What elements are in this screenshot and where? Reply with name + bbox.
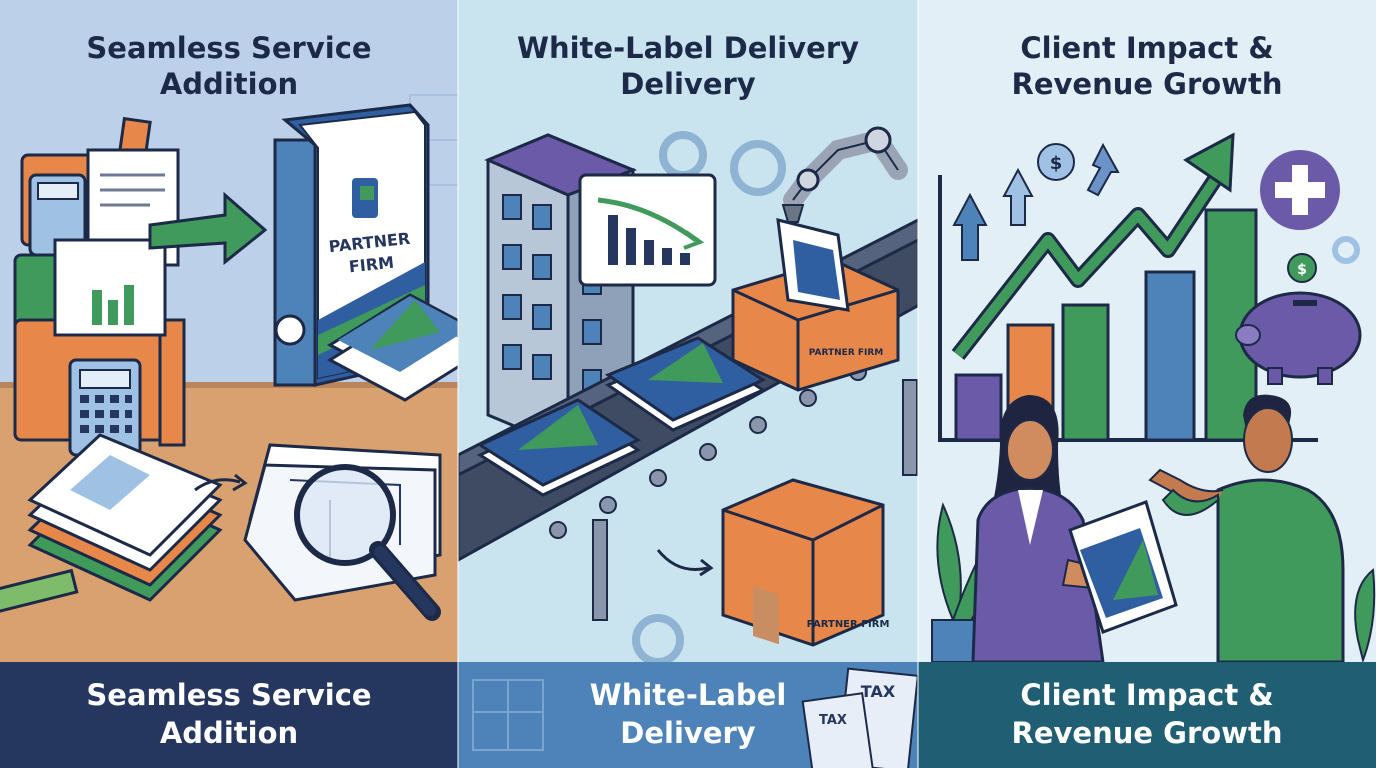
panel-title: Seamless Service Addition — [0, 30, 458, 102]
footer-text: Client Impact & Revenue Growth — [918, 676, 1376, 752]
tax-label-2: TAX — [819, 713, 847, 728]
report-icon — [1068, 500, 1178, 634]
binder-label-line2: FIRM — [348, 253, 395, 277]
footer-decoration: TAX TAX — [472, 667, 918, 768]
piggy-bank-icon — [1235, 291, 1362, 385]
panel-footer: Client Impact & Revenue Growth — [918, 662, 1376, 768]
magnifier-icon — [294, 464, 441, 621]
box-label-bottom: PARTNER FIRM — [807, 619, 890, 630]
footer-line2: Revenue Growth — [1011, 716, 1283, 750]
panel-title-line1: White-Label Delivery — [516, 31, 860, 65]
dollar-coin-icon: $ $ — [1037, 143, 1317, 283]
panel-seamless-service: Seamless Service Addition — [0, 0, 458, 768]
footer-text: White-Label Delivery — [458, 676, 918, 752]
chart-card-icon — [578, 173, 717, 287]
document-icon — [53, 148, 180, 337]
plus-icon — [1260, 150, 1340, 230]
panel-footer: Seamless Service Addition — [0, 662, 458, 768]
box-icon: PARTNER FIRM — [731, 218, 900, 392]
tax-form-icon: TAX TAX — [801, 667, 918, 768]
calculator-icon — [28, 173, 142, 457]
panel-title: White-Label Delivery Delivery — [458, 30, 918, 102]
gear-icon — [1332, 236, 1360, 264]
panel-title-line1: Client Impact & — [1020, 31, 1274, 65]
arrow-right-icon — [148, 191, 268, 266]
panel-title-line1: Seamless Service — [86, 31, 372, 65]
footer-line1: Client Impact & — [1020, 678, 1274, 712]
panel-title-line2: Revenue Growth — [1011, 67, 1283, 101]
panel-illustration: PARTNER FIRM — [0, 94, 458, 668]
paper-stack-icon — [27, 433, 223, 602]
trend-arrow-icon — [951, 132, 1235, 360]
footer-line1: Seamless Service — [86, 678, 372, 712]
panel-divider — [457, 0, 459, 768]
tax-label-1: TAX — [861, 682, 896, 701]
arrow-curve-icon — [656, 549, 709, 571]
arrow-curve-icon — [194, 478, 241, 492]
man-icon — [1148, 394, 1345, 664]
box-icon: PARTNER FIRM — [721, 478, 890, 647]
svg-text:$: $ — [1050, 153, 1063, 174]
footer-line2: Addition — [159, 716, 299, 750]
panel-white-label-delivery: White-Label Delivery Delivery — [458, 0, 918, 768]
panel-title-line2: Delivery — [620, 67, 756, 101]
panel-divider — [917, 0, 919, 768]
robot-arm-icon — [781, 126, 908, 223]
footer-line2: Delivery — [620, 716, 756, 750]
arrow-up-icon — [952, 142, 1120, 261]
panel-illustration: $ $ — [931, 132, 1376, 664]
footer-line1: White-Label — [589, 678, 787, 712]
panel-title-line2: Addition — [159, 67, 299, 101]
panel-footer: TAX TAX White-Label Delivery — [458, 662, 918, 768]
svg-text:$: $ — [1297, 262, 1307, 278]
box-label-top: PARTNER FIRM — [809, 348, 884, 358]
report-stack-icon — [327, 293, 458, 402]
panel-client-impact: Client Impact & Revenue Growth — [918, 0, 1376, 768]
panel-illustration: PARTNER FIRM PARTNER FIRM — [458, 126, 918, 666]
footer-text: Seamless Service Addition — [0, 676, 458, 752]
panel-title: Client Impact & Revenue Growth — [918, 30, 1376, 102]
report-stack-icon — [476, 336, 767, 497]
